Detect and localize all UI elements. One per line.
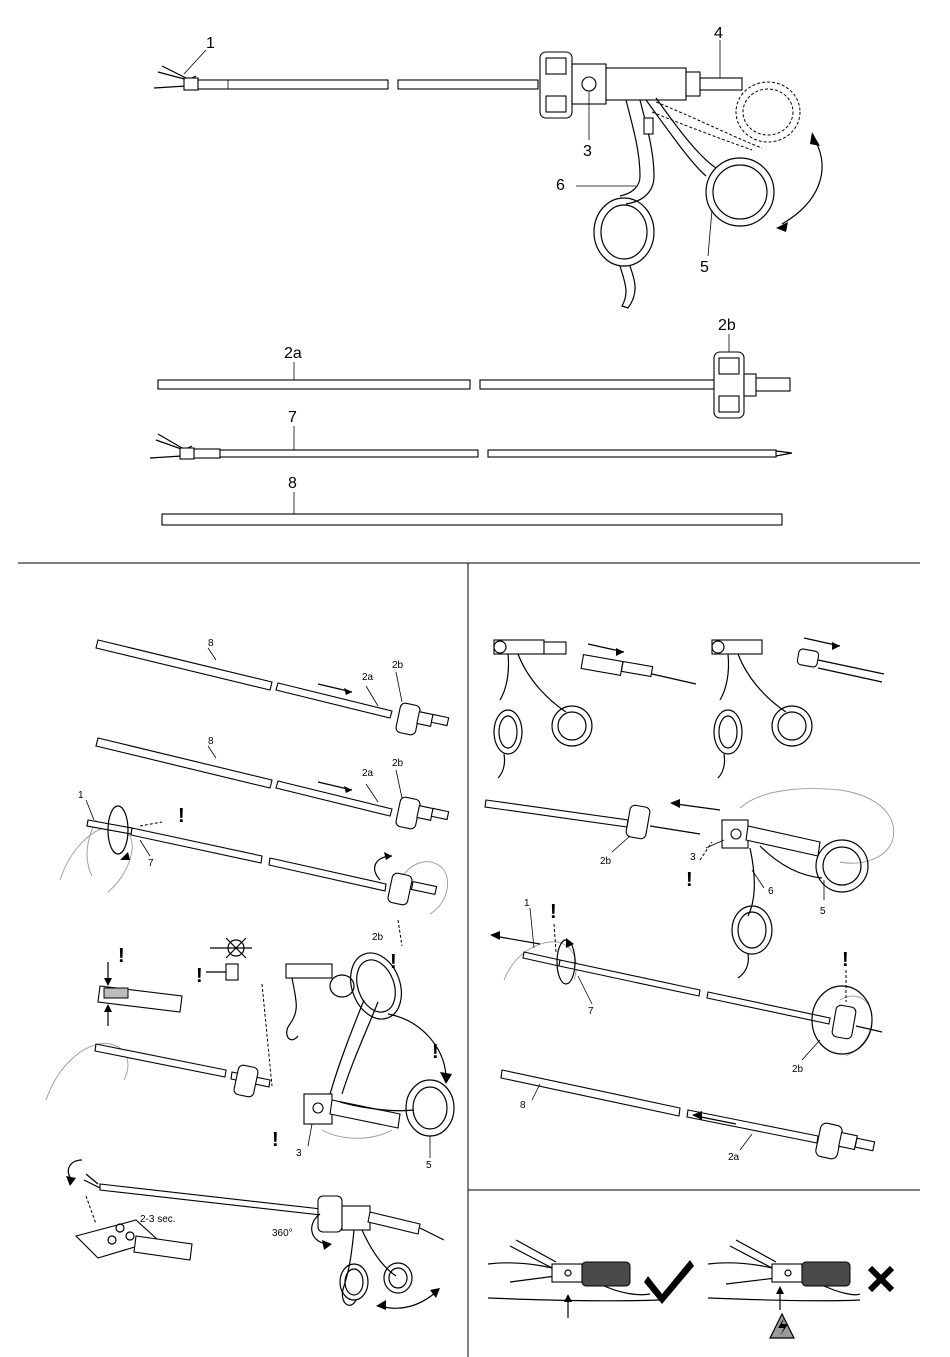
instrument-assembled xyxy=(154,52,822,308)
step5-time-hint: 2-3 sec. xyxy=(140,1214,176,1225)
step3-exclamation-2: ! xyxy=(390,951,397,973)
wrong-usage-illustration xyxy=(708,1240,860,1310)
label-2b: 2b xyxy=(718,317,736,334)
step2-label-2a: 2a xyxy=(362,768,374,779)
reassembly-label-5: 5 xyxy=(820,906,826,917)
jaw-insert-part xyxy=(150,426,792,459)
label-4: 4 xyxy=(714,25,723,42)
step-unscrew-jaw-insert xyxy=(60,800,448,946)
label-6: 6 xyxy=(556,177,565,194)
reassembly-label-8: 8 xyxy=(520,1100,526,1111)
step4-label-3: 3 xyxy=(296,1148,302,1159)
reassembly-label-2b: 2b xyxy=(600,856,612,867)
step4-exclamation-4: ! xyxy=(272,1129,279,1151)
reassembly-label-2a: 2a xyxy=(728,1152,740,1163)
reassembly-exclamation-2: ! xyxy=(550,901,557,923)
step4-exclamation-1: ! xyxy=(118,945,125,967)
reassembly-label-3: 3 xyxy=(690,852,696,863)
reassembly-exclamation-1: ! xyxy=(686,869,693,891)
step-remove-cleaning-tube xyxy=(501,1070,875,1160)
electric-hazard-warning-icon xyxy=(770,1314,794,1338)
label-1: 1 xyxy=(206,35,215,52)
step1-label-8: 8 xyxy=(208,638,214,649)
step4-exclamation-2: ! xyxy=(196,965,203,987)
step2-label-2b: 2b xyxy=(392,758,404,769)
step5-rotation-angle: 360° xyxy=(272,1228,293,1239)
step4-label-5: 5 xyxy=(426,1160,432,1171)
step-cleaning-tube-repeat xyxy=(96,738,449,830)
step3-label-7: 7 xyxy=(148,858,154,869)
reassembly-label-6: 6 xyxy=(768,886,774,897)
step1-label-2a: 2a xyxy=(362,672,374,683)
step-screw-jaw-insert xyxy=(490,908,882,1060)
label-2a: 2a xyxy=(284,345,302,362)
cleaning-tube-part xyxy=(162,492,782,525)
step4-exclamation-3: ! xyxy=(432,1041,439,1063)
label-5: 5 xyxy=(700,259,709,276)
outer-tube-part xyxy=(158,334,790,418)
step-insert-cleaning-tube xyxy=(96,640,449,736)
reassembly-exclamation-3: ! xyxy=(842,949,849,971)
wrong-cross-mark-icon xyxy=(870,1268,892,1290)
correct-usage-illustration xyxy=(488,1240,660,1318)
reassembly-label-7: 7 xyxy=(588,1006,594,1017)
step3-label-2b: 2b xyxy=(372,932,384,943)
step-handle-connection xyxy=(494,638,884,778)
label-3: 3 xyxy=(583,143,592,160)
reassembly-label-1: 1 xyxy=(524,898,530,909)
label-8: 8 xyxy=(288,475,297,492)
correct-check-mark-icon xyxy=(644,1260,694,1304)
step2-label-8: 8 xyxy=(208,736,214,747)
step3-exclamation-1: ! xyxy=(178,805,185,827)
reassembly-label-2b-second: 2b xyxy=(792,1064,804,1075)
step-function-test xyxy=(66,1160,444,1310)
label-7: 7 xyxy=(288,409,297,426)
step3-label-1: 1 xyxy=(78,790,84,801)
step1-label-2b: 2b xyxy=(392,660,404,671)
